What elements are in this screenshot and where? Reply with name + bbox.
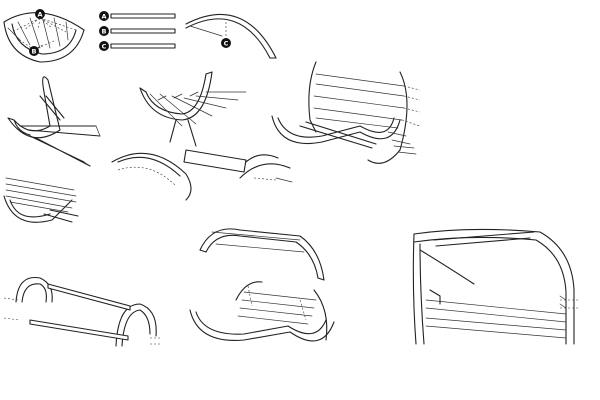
callout-a: A — [35, 9, 45, 19]
step-chair-base — [3, 177, 79, 223]
svg-text:C: C — [102, 42, 107, 50]
step-hoops-rods — [3, 276, 162, 347]
svg-text:A: A — [101, 12, 106, 20]
legend-part-b-bar — [110, 28, 176, 34]
svg-text:B: B — [102, 27, 107, 35]
step-hammock-slats — [139, 71, 247, 147]
svg-text:B: B — [32, 47, 37, 55]
svg-text:C: C — [224, 39, 229, 47]
step-exploded-rocker — [189, 228, 335, 342]
legend-badge-c: C — [99, 41, 109, 51]
callout-b: B — [29, 46, 39, 56]
parts-legend: A B C — [99, 11, 176, 51]
step-rail-closeup — [412, 228, 580, 345]
legend-part-c-bar — [110, 43, 176, 49]
curved-part-c — [185, 13, 277, 59]
callout-c: C — [221, 38, 231, 48]
legend-badge-a: A — [99, 11, 109, 21]
legend-part-a-bar — [110, 13, 176, 19]
step-frame-overview — [3, 12, 85, 63]
legend-badge-b: B — [99, 26, 109, 36]
step-tube-detail — [111, 149, 293, 201]
svg-text:A: A — [37, 10, 42, 18]
step-frame-tubes — [7, 76, 101, 167]
step-rocking-chair — [271, 61, 421, 164]
